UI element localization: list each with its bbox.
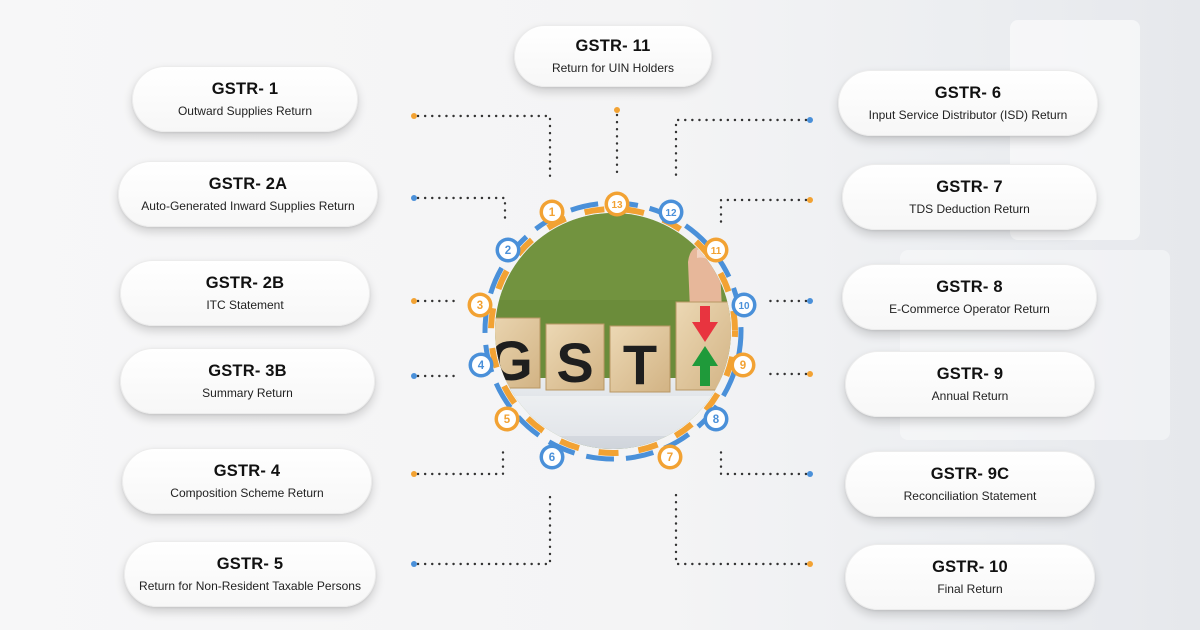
card-gstr10[interactable]: GSTR- 10 Final Return [845, 544, 1095, 610]
ring-number-13: 13 [604, 191, 630, 217]
card-gstr9[interactable]: GSTR- 9 Annual Return [845, 351, 1095, 417]
card-title: GSTR- 7 [936, 178, 1003, 196]
down-arrow-icon [692, 306, 718, 342]
card-subtitle: Summary Return [202, 386, 293, 400]
center-letter-s: S [556, 331, 593, 394]
connector-lines [416, 113, 808, 566]
card-subtitle: ITC Statement [206, 298, 284, 312]
ring-number-label: 3 [477, 300, 483, 312]
card-subtitle: Return for UIN Holders [551, 61, 675, 75]
ring-number-label: 13 [611, 200, 623, 211]
card-title: GSTR- 3B [208, 362, 287, 380]
up-arrow-icon [692, 346, 718, 386]
card-title: GSTR- 4 [213, 462, 281, 480]
ring-number-2: 2 [495, 237, 521, 263]
ring-number-10: 10 [731, 292, 757, 318]
card-subtitle: Input Service Distributor (ISD) Return [868, 108, 1068, 122]
ring-number-9: 9 [730, 352, 756, 378]
ring-number-1: 1 [539, 199, 565, 225]
ring-number-12: 12 [658, 199, 684, 225]
ring-number-label: 6 [549, 452, 555, 464]
ring-number-label: 5 [504, 414, 511, 426]
ring-number-label: 11 [711, 246, 722, 257]
card-gstr6[interactable]: GSTR- 6 Input Service Distributor (ISD) … [838, 70, 1098, 136]
card-title: GSTR- 10 [932, 558, 1008, 576]
ring-number-label: 9 [740, 360, 746, 372]
card-subtitle: Annual Return [931, 389, 1009, 403]
card-gstr3b[interactable]: GSTR- 3B Summary Return [120, 348, 375, 414]
card-subtitle: Final Return [937, 582, 1003, 596]
card-gstr2b[interactable]: GSTR- 2B ITC Statement [120, 260, 370, 326]
card-gstr4[interactable]: GSTR- 4 Composition Scheme Return [122, 448, 372, 514]
card-gstr9c[interactable]: GSTR- 9C Reconciliation Statement [845, 451, 1095, 517]
card-subtitle: Return for Non-Resident Taxable Persons [139, 579, 361, 593]
card-title: GSTR- 9 [936, 365, 1004, 383]
ring-number-4: 4 [468, 352, 494, 378]
card-gstr11[interactable]: GSTR- 11 Return for UIN Holders [514, 25, 712, 87]
card-title: GSTR- 5 [216, 555, 284, 573]
ring-number-label: 10 [738, 301, 750, 312]
connector-endpoints [411, 107, 813, 567]
card-title: GSTR- 11 [575, 37, 651, 55]
ring-number-8: 8 [703, 406, 729, 432]
ring-number-label: 2 [505, 245, 511, 257]
center-letter-t: T [623, 333, 657, 396]
card-subtitle: TDS Deduction Return [909, 202, 1030, 216]
ring-number-label: 12 [665, 208, 677, 219]
card-title: GSTR- 8 [936, 278, 1003, 296]
ring-number-7: 7 [657, 444, 683, 470]
ring-number-3: 3 [467, 292, 493, 318]
card-title: GSTR- 1 [211, 80, 279, 98]
card-title: GSTR- 2A [208, 175, 288, 193]
card-gstr1[interactable]: GSTR- 1 Outward Supplies Return [132, 66, 358, 132]
card-gstr2a[interactable]: GSTR- 2A Auto-Generated Inward Supplies … [118, 161, 378, 227]
card-gstr7[interactable]: GSTR- 7 TDS Deduction Return [842, 164, 1097, 230]
ring-number-label: 4 [478, 360, 485, 372]
card-gstr5[interactable]: GSTR- 5 Return for Non-Resident Taxable … [124, 541, 376, 607]
card-subtitle: Auto-Generated Inward Supplies Return [141, 199, 355, 213]
card-subtitle: E-Commerce Operator Return [889, 302, 1050, 316]
ring-number-11: 11 [703, 237, 729, 263]
card-title: GSTR- 6 [934, 84, 1002, 102]
ring-number-label: 1 [549, 207, 556, 219]
card-subtitle: Composition Scheme Return [170, 486, 324, 500]
ring-number-label: 8 [713, 414, 720, 426]
ring-number-6: 6 [539, 444, 565, 470]
card-title: GSTR- 2B [205, 274, 285, 292]
ring-number-5: 5 [494, 406, 520, 432]
card-title: GSTR- 9C [930, 465, 1010, 483]
card-subtitle: Reconciliation Statement [903, 489, 1037, 503]
card-subtitle: Outward Supplies Return [177, 104, 313, 118]
ring-number-label: 7 [667, 452, 673, 464]
card-gstr8[interactable]: GSTR- 8 E-Commerce Operator Return [842, 264, 1097, 330]
